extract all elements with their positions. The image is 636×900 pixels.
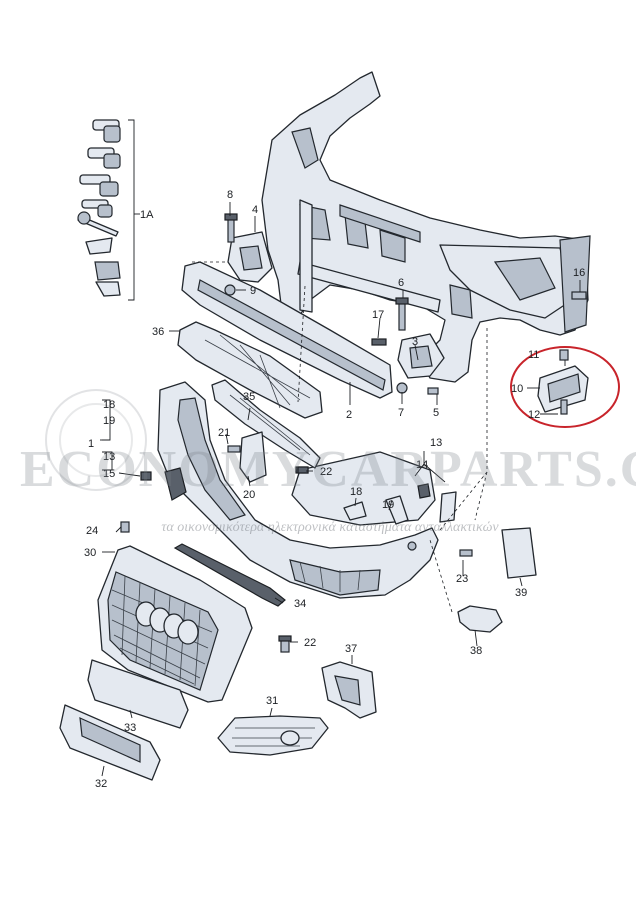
- callout-11: 11: [528, 349, 539, 361]
- callout-12: 12: [528, 409, 540, 421]
- callout-1A: 1A: [140, 209, 154, 221]
- callout-16: 16: [573, 267, 585, 279]
- bumper-beam: [181, 261, 393, 399]
- callout-34: 34: [294, 598, 306, 610]
- callout-8: 8: [227, 189, 233, 201]
- watermark-logo: [45, 389, 147, 491]
- energy-absorber: [177, 321, 323, 419]
- small-fasteners: [120, 466, 473, 653]
- watermark-brand: ECONOMYCARPARTS.GR: [20, 441, 636, 498]
- callout-35: 35: [243, 391, 255, 403]
- callout-39: 39: [515, 587, 527, 599]
- plate-base: [87, 659, 189, 729]
- callout-22-bottom: 22: [304, 637, 316, 649]
- bracket-18: [343, 501, 367, 521]
- callout-2: 2: [346, 409, 352, 421]
- left-mount-bracket: [224, 213, 273, 296]
- callout-18-left: 18: [103, 399, 115, 411]
- callout-6: 6: [398, 277, 404, 289]
- callout-labels: 1A 8 4 9 36 2 6 17 3 7 5 16 11 10 12 18 …: [84, 189, 585, 790]
- callout-33: 33: [124, 722, 136, 734]
- right-mount-bracket: [371, 297, 445, 395]
- watermark-tagline: τα οικονομικότερα ηλεκτρονικά καταστήματ…: [161, 520, 499, 535]
- callout-20: 20: [243, 489, 255, 501]
- callout-3: 3: [412, 336, 418, 348]
- callout-7: 7: [398, 407, 404, 419]
- callout-5: 5: [433, 407, 439, 419]
- callout-32: 32: [95, 778, 107, 790]
- dashed-guides: [192, 261, 488, 613]
- callout-9: 9: [250, 285, 256, 297]
- fog-light-grille: [217, 715, 329, 756]
- callout-13-left: 13: [103, 451, 115, 463]
- side-bracket: [537, 291, 589, 415]
- callout-13-right: 13: [430, 437, 442, 449]
- callout-38: 38: [470, 645, 482, 657]
- licence-plate-holder: [59, 704, 161, 781]
- callout-21: 21: [218, 427, 230, 439]
- highlight-circle: [510, 346, 620, 428]
- bolt-kit: [77, 119, 140, 301]
- callout-30: 30: [84, 547, 96, 559]
- callout-4: 4: [252, 204, 258, 216]
- front-grille: [97, 545, 253, 703]
- callout-1: 1: [88, 438, 94, 450]
- side-guide-37: [321, 661, 377, 719]
- callout-14: 14: [416, 459, 428, 471]
- callout-23: 23: [456, 573, 468, 585]
- callout-18-right: 18: [350, 486, 362, 498]
- leader-lines: [100, 202, 581, 777]
- sensor-holder-38: [457, 605, 503, 633]
- callout-15: 15: [103, 468, 115, 480]
- bumper-cover: [157, 381, 439, 599]
- callout-37: 37: [345, 643, 357, 655]
- lower-spoiler-strip: [173, 543, 286, 607]
- callout-19-right: 19: [382, 499, 394, 511]
- callout-31: 31: [266, 695, 278, 707]
- callout-36: 36: [152, 326, 164, 338]
- callout-19-left: 19: [103, 415, 115, 427]
- callout-24: 24: [86, 525, 98, 537]
- callout-17: 17: [372, 309, 384, 321]
- callout-22-top: 22: [320, 466, 332, 478]
- callout-10: 10: [511, 383, 523, 395]
- foam-pad-39: [501, 527, 537, 579]
- upper-trim-strip: [211, 379, 321, 469]
